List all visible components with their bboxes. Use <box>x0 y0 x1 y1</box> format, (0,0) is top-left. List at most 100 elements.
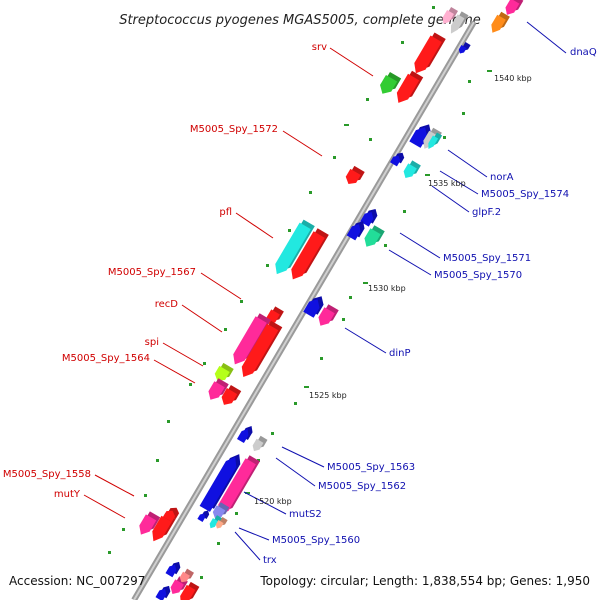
gene-label-M5005_Spy_1558[interactable]: M5005_Spy_1558 <box>3 469 91 480</box>
gene-pfl-cyan[interactable] <box>275 219 315 275</box>
gene-M5005_Spy_1562-p[interactable] <box>218 455 260 515</box>
gene-spi[interactable] <box>214 362 234 382</box>
gene-face <box>505 0 520 15</box>
gene-label-recD[interactable]: recD <box>155 299 179 310</box>
leader-line-M5005_Spy_1567 <box>200 272 242 300</box>
gene-dinP-blue[interactable] <box>303 296 324 318</box>
gene-M5005_Spy_1574[interactable] <box>403 160 421 179</box>
leader-line-mutY <box>83 494 126 519</box>
leader-line-M5005_Spy_1564 <box>153 359 196 384</box>
gene-label-M5005_Spy_1570[interactable]: M5005_Spy_1570 <box>434 270 522 281</box>
gene-M5005_Spy_1574-b[interactable] <box>390 152 405 167</box>
gene-label-M5005_Spy_1562[interactable]: M5005_Spy_1562 <box>318 481 406 492</box>
gene-label-M5005_Spy_1574[interactable]: M5005_Spy_1574 <box>481 189 569 200</box>
gene-M5005_Spy_1570[interactable] <box>364 225 385 247</box>
gene-label-pfl[interactable]: pfl <box>219 207 232 218</box>
gene-recD-red[interactable] <box>241 320 283 377</box>
gene-label-M5005_Spy_1563[interactable]: M5005_Spy_1563 <box>327 462 415 473</box>
gene-label-mutY[interactable]: mutY <box>54 489 81 500</box>
gene-glpF.2[interactable] <box>360 208 378 227</box>
gene-face <box>170 579 184 595</box>
gene-M5005_Spy_1571[interactable] <box>346 221 365 241</box>
gene-face <box>390 155 401 167</box>
gene-face <box>221 388 238 405</box>
map-title: Streptococcus pyogenes MGAS5005, complet… <box>119 13 481 28</box>
gene-top-gray[interactable] <box>450 11 469 34</box>
gene-face <box>346 224 361 241</box>
gene-M5005_Spy_1563-g[interactable] <box>252 435 268 452</box>
gene-label-M5005_Spy_1560[interactable]: M5005_Spy_1560 <box>272 535 360 546</box>
gene-face <box>139 514 157 535</box>
gene-labels-left: srv M5005_Spy_1572 pfl M5005_Spy_1567 re… <box>3 42 327 500</box>
gene-dnaQ-orange[interactable] <box>491 11 510 33</box>
gene-M5005_Spy_1558[interactable] <box>139 511 161 535</box>
gene-face <box>152 515 172 542</box>
gene-recD-pink[interactable] <box>233 313 271 365</box>
gene-label-M5005_Spy_1572[interactable]: M5005_Spy_1572 <box>190 124 278 135</box>
leader-line-pfl <box>235 212 274 239</box>
gene-label-M5005_Spy_1571[interactable]: M5005_Spy_1571 <box>443 253 531 264</box>
gene-norA-cyan[interactable] <box>428 132 443 150</box>
gene-face <box>233 316 267 365</box>
gene-M5005_Spy_1560[interactable] <box>209 515 223 529</box>
gene-M5005_Spy_1564[interactable] <box>208 378 229 400</box>
leader-line-M5005_Spy_1560 <box>238 527 270 541</box>
gene-face <box>450 14 465 34</box>
gene-label-dinP[interactable]: dinP <box>389 348 411 359</box>
gene-srv-green[interactable] <box>380 71 402 94</box>
accession-label: Accession: NC_007297 <box>9 574 146 588</box>
gene-label-M5005_Spy_1564[interactable]: M5005_Spy_1564 <box>62 353 150 364</box>
gene-top-pink[interactable] <box>442 6 458 25</box>
gene-srv-b[interactable] <box>396 70 424 103</box>
gene-low-red2[interactable] <box>179 568 194 583</box>
gene-face <box>214 365 230 382</box>
gene-face <box>291 231 325 280</box>
gene-trx[interactable] <box>197 510 210 522</box>
gene-srv-a[interactable] <box>414 32 446 74</box>
gene-low-blue2[interactable] <box>155 585 171 600</box>
gene-low-blue[interactable] <box>165 561 181 578</box>
gene-pfl-red[interactable] <box>291 228 329 280</box>
gene-M5005_Spy_1562[interactable] <box>199 454 241 512</box>
gene-face <box>179 571 190 583</box>
gene-face <box>208 381 225 400</box>
gene-face <box>345 168 361 185</box>
gene-M5005_Spy_1563[interactable] <box>237 425 253 444</box>
gene-label-dnaQ[interactable]: dnaQ <box>570 47 597 58</box>
gene-M5005_Spy_1564-r[interactable] <box>221 385 242 405</box>
gene-face <box>396 73 420 103</box>
tick-label-1520: 1520 kbp <box>254 497 292 506</box>
gene-face <box>155 588 167 600</box>
topology-label: Topology: circular; Length: 1,838,554 bp… <box>260 574 590 588</box>
gene-face <box>318 307 335 326</box>
gene-label-glpF.2[interactable]: glpF.2 <box>472 207 501 218</box>
gene-label-srv[interactable]: srv <box>312 42 327 53</box>
gene-dnaQ-pink[interactable] <box>505 0 524 15</box>
leader-line-norA <box>447 149 488 178</box>
gene-low-red[interactable] <box>180 581 200 600</box>
leader-line-M5005_Spy_1562 <box>275 457 316 487</box>
gene-label-mutS2[interactable]: mutS2 <box>289 509 322 520</box>
leader-line-M5005_Spy_1563 <box>281 446 325 468</box>
gene-dinP-pink[interactable] <box>318 304 339 326</box>
leader-line-dnaQ <box>526 21 567 54</box>
gene-face <box>428 135 439 150</box>
leader-line-spi <box>162 342 204 367</box>
gene-mutS2[interactable] <box>212 502 230 519</box>
gene-M5005_Spy_1560-o[interactable] <box>215 517 228 529</box>
gene-label-trx[interactable]: trx <box>263 555 277 566</box>
gene-face <box>199 457 237 512</box>
gene-M5005_Spy_1572[interactable] <box>345 165 365 185</box>
gene-face <box>403 163 417 179</box>
gene-dnaQ-arrow[interactable] <box>458 42 471 54</box>
gene-label-M5005_Spy_1567[interactable]: M5005_Spy_1567 <box>108 267 196 278</box>
leader-line-mutS2 <box>243 491 287 515</box>
gene-mutY-2[interactable] <box>163 507 180 522</box>
gene-label-spi[interactable]: spi <box>145 337 159 348</box>
gene-face <box>209 518 219 529</box>
gene-face <box>275 222 311 275</box>
gene-face <box>165 564 177 578</box>
gene-face <box>197 513 206 522</box>
gene-label-norA[interactable]: norA <box>490 172 514 183</box>
